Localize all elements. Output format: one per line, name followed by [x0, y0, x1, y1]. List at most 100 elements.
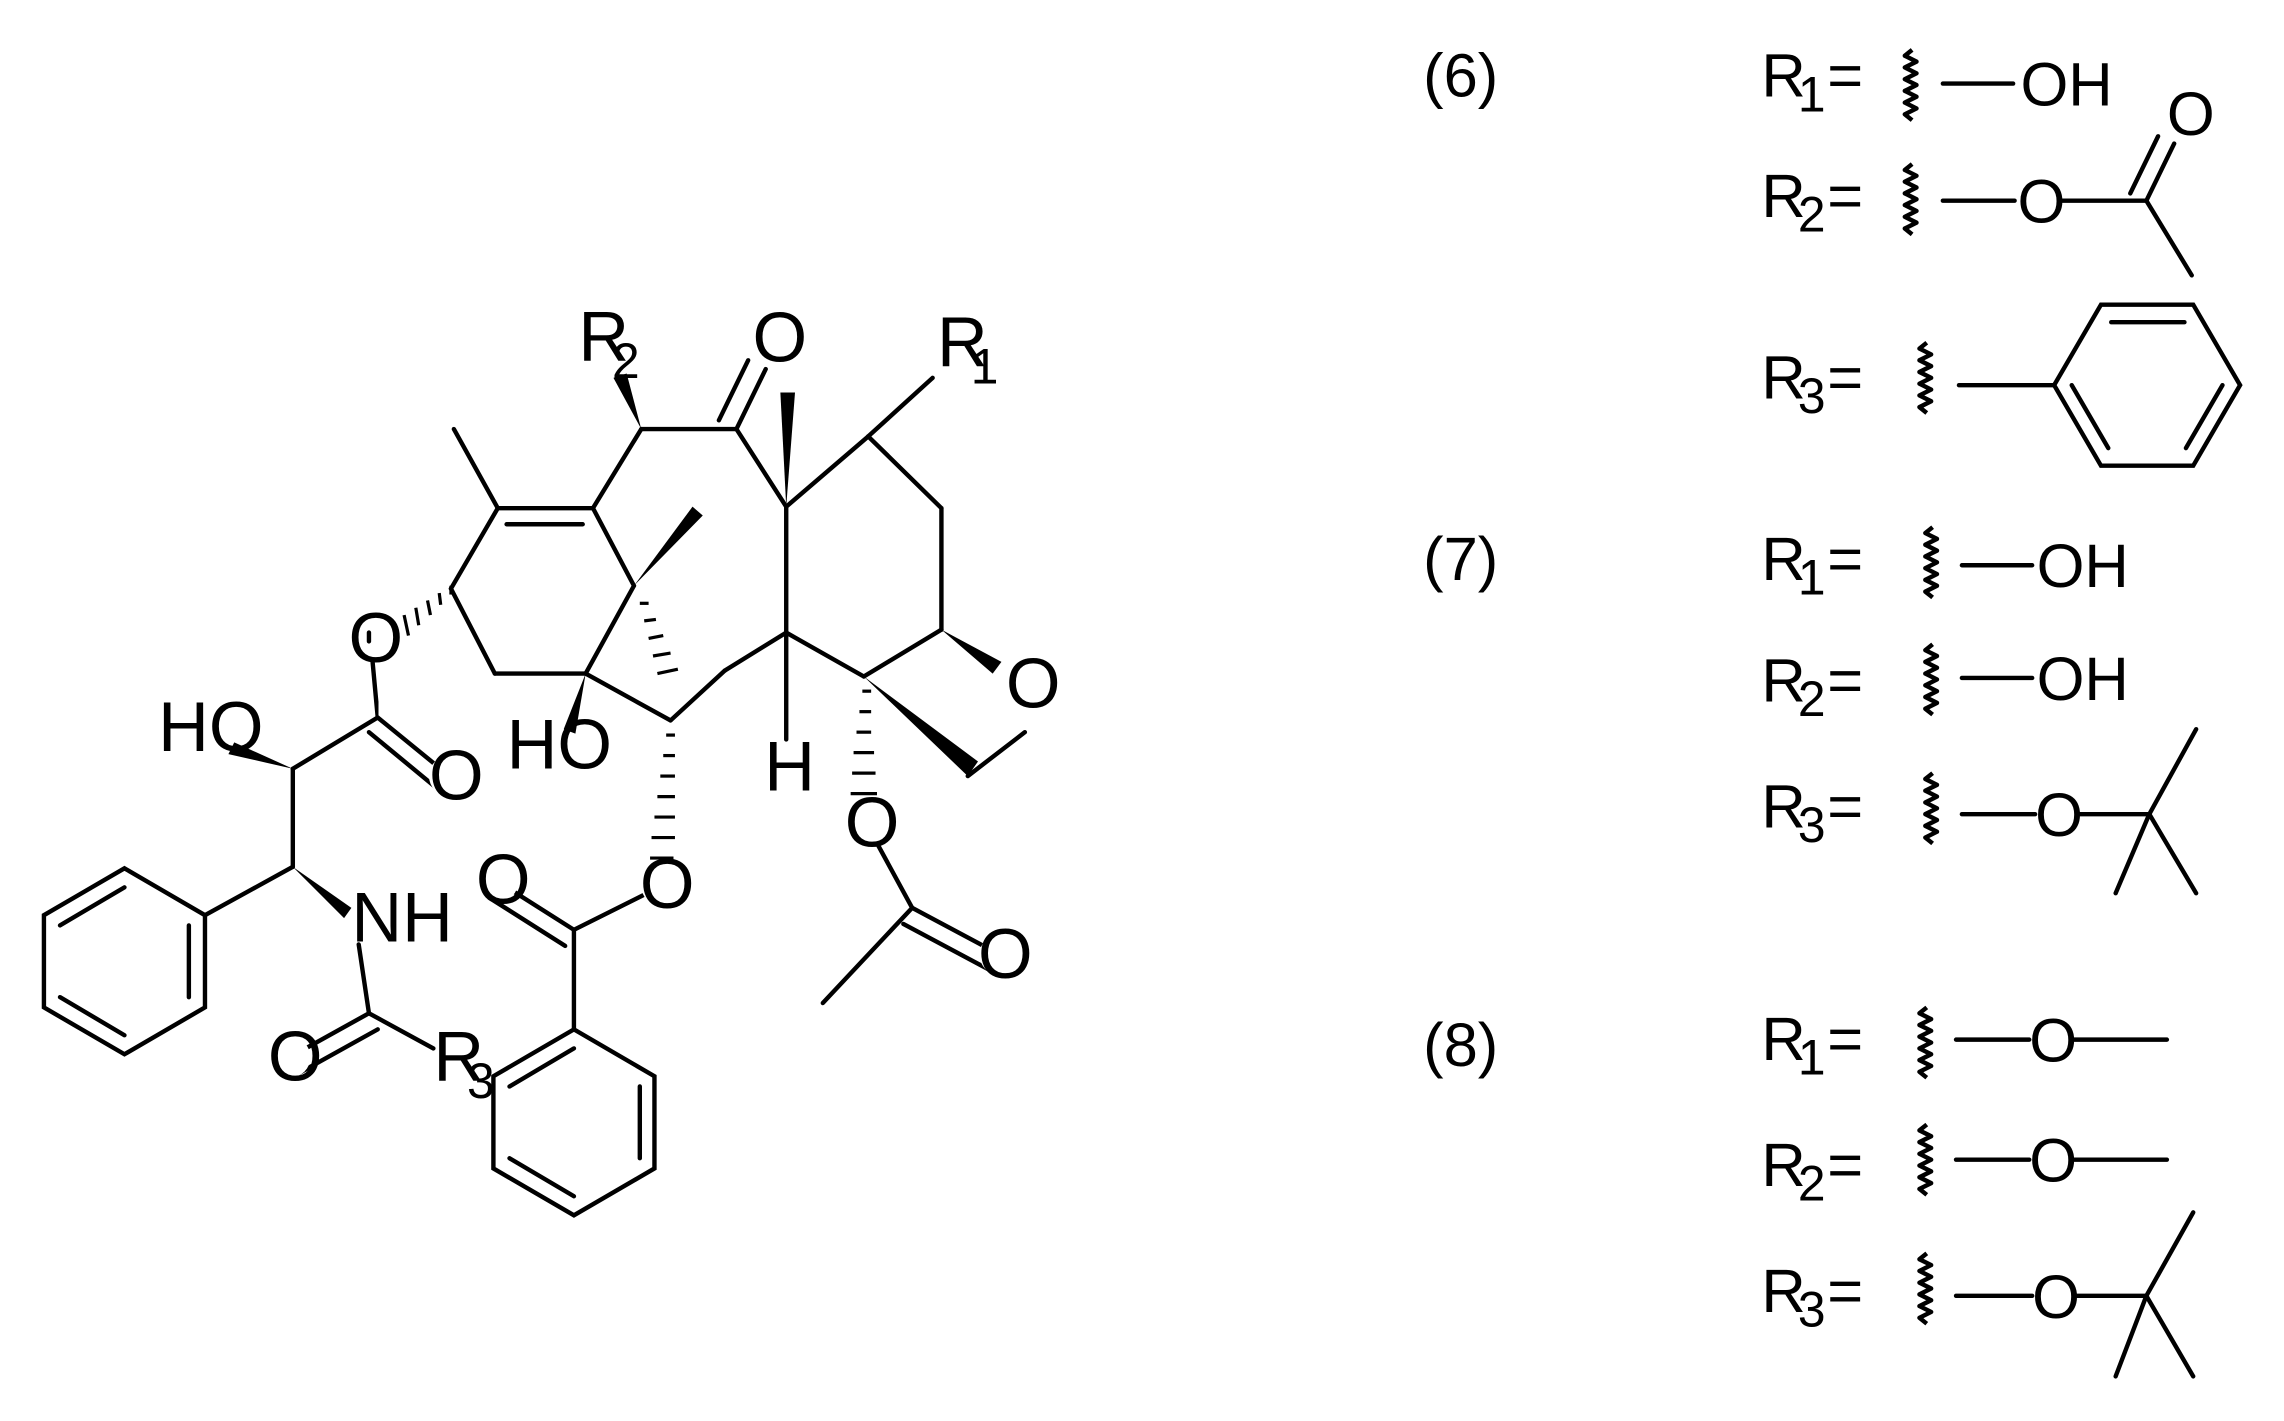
group-subscript: 2 — [1798, 186, 1826, 242]
attachment-point-icon — [1923, 525, 1940, 600]
bond — [861, 627, 944, 679]
compound-7: (7) R 1 = OH R 2 = OH R 3 = O — [1423, 525, 2199, 896]
scaffold-bonds — [41, 358, 1028, 1218]
substituent-text: O — [2029, 1007, 2077, 1076]
bond — [287, 1011, 372, 1060]
substituent-text: O — [2167, 80, 2215, 149]
group-subscript: 1 — [1798, 66, 1826, 122]
bond — [866, 434, 944, 511]
wedge-bond — [228, 742, 293, 769]
group-symbol: R — [1761, 1257, 1805, 1326]
bond — [901, 921, 994, 974]
substituent-text: O — [2035, 781, 2083, 850]
bond — [356, 942, 372, 1016]
atom-label-r3: R — [433, 1017, 484, 1096]
atom-label-o-benzoate-carbonyl: O — [476, 839, 531, 918]
wedge-bond — [941, 629, 1002, 674]
group-subscript: 3 — [1798, 797, 1826, 853]
bond — [820, 905, 915, 1006]
bond — [366, 1011, 436, 1051]
wedge-bond — [633, 506, 703, 586]
attachment-point-icon — [1923, 642, 1940, 717]
bond — [507, 1046, 577, 1089]
stereo-hashes — [402, 585, 877, 860]
compound-label: (6) — [1423, 42, 1498, 111]
atom-label-r2-subscript: 2 — [612, 333, 640, 389]
bond — [590, 426, 644, 511]
bond — [202, 864, 296, 918]
bond — [722, 630, 789, 673]
bond — [486, 895, 568, 949]
equals-sign: = — [1827, 525, 1863, 594]
atom-label-o-ester-carbonyl: O — [429, 736, 484, 815]
bond — [571, 883, 664, 933]
atom-label-o-amide: O — [268, 1017, 323, 1096]
bond — [448, 586, 498, 676]
atom-label-r2: R — [578, 296, 629, 375]
bond — [734, 366, 768, 432]
substituent-text: OH — [2020, 51, 2112, 120]
attachment-point-icon — [1902, 162, 1919, 237]
bond — [784, 630, 867, 679]
substituent-text: O — [2032, 1263, 2080, 1332]
atom-label-ho-side: HO — [158, 687, 263, 766]
bond — [2113, 811, 2152, 896]
bond — [734, 426, 789, 509]
equals-sign: = — [1827, 343, 1863, 412]
bond — [784, 434, 871, 509]
atom-label-nh: NH — [351, 878, 453, 957]
bond — [2144, 198, 2194, 278]
attachment-point-icon — [1917, 1005, 1934, 1080]
group-symbol: R — [1761, 1131, 1805, 1200]
bond — [296, 1027, 380, 1076]
attachment-point-icon — [1917, 340, 1934, 415]
attachment-point-icon — [1917, 1251, 1934, 1326]
substituent-text: O — [2018, 168, 2066, 237]
atom-label-r1: R — [937, 302, 988, 381]
phenyl-ring-icon — [2051, 302, 2243, 468]
wedge-bond — [863, 676, 979, 777]
scaffold-labels: R 2 O R 1 O O O HO HO H O O O O NH O R 3 — [158, 296, 1060, 1109]
stereo-wedges — [228, 373, 1002, 919]
atom-label-r3-subscript: 3 — [467, 1053, 495, 1109]
bond — [41, 865, 208, 1057]
group-subscript: 3 — [1798, 1282, 1826, 1338]
atom-label-h: H — [764, 727, 815, 806]
equals-sign: = — [1827, 1257, 1863, 1326]
bond — [864, 822, 915, 911]
wedge-bond — [563, 673, 586, 734]
atom-label-r1-subscript: 1 — [971, 339, 999, 395]
group-symbol: R — [1761, 162, 1805, 231]
bond — [716, 358, 751, 423]
group-subscript: 2 — [1798, 1156, 1826, 1212]
atom-label-o-oxetane: O — [1006, 643, 1061, 722]
group-symbol: R — [1761, 343, 1805, 412]
bond — [965, 729, 1028, 779]
atom-label-o-acetate-ring: O — [845, 782, 900, 861]
group-symbol: R — [1761, 525, 1805, 594]
bond — [583, 583, 637, 676]
bond — [2147, 727, 2199, 817]
bond — [2128, 134, 2161, 196]
attachment-point-icon — [1902, 48, 1919, 122]
bond — [590, 505, 637, 588]
wedge-bond — [613, 373, 642, 430]
substituent-text: OH — [2037, 532, 2129, 601]
equals-sign: = — [1827, 42, 1863, 111]
equals-sign: = — [1827, 1131, 1863, 1200]
equals-sign: = — [1827, 1005, 1863, 1074]
group-subscript: 3 — [1798, 368, 1826, 424]
bond — [495, 879, 577, 933]
group-symbol: R — [1761, 42, 1805, 111]
bond — [2144, 141, 2177, 203]
bond — [507, 1156, 577, 1199]
bond — [2069, 382, 2111, 451]
bond — [866, 375, 935, 439]
bond — [2144, 1293, 2196, 1379]
equals-sign: = — [1827, 162, 1863, 231]
bond — [448, 505, 500, 591]
group-symbol: R — [1761, 646, 1805, 715]
atom-label-o-benzoate-ring: O — [640, 844, 695, 923]
